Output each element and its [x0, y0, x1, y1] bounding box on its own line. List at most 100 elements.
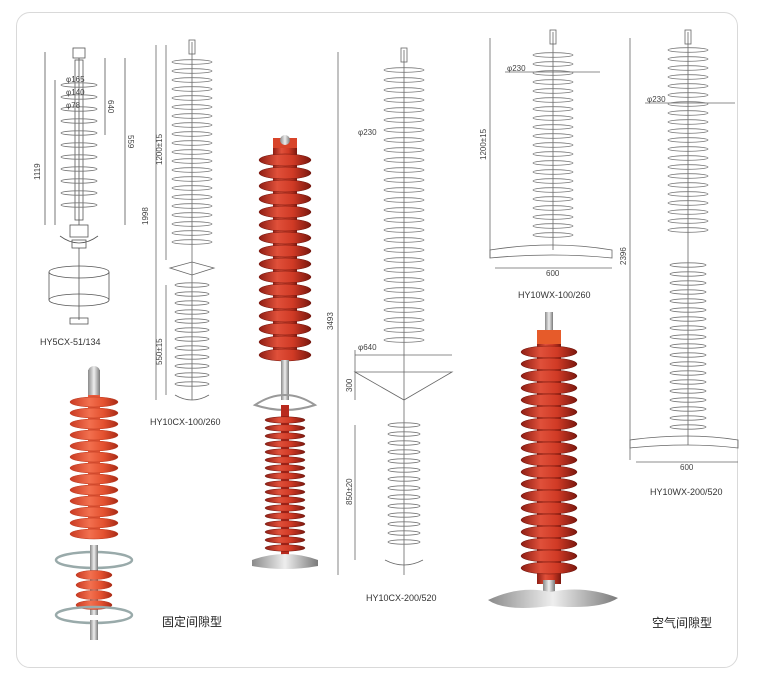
shed — [258, 270, 312, 284]
shed — [667, 173, 709, 179]
shed — [387, 521, 421, 527]
shed — [387, 422, 421, 428]
shed — [264, 496, 306, 504]
drawing-hy10wx-100 — [489, 29, 613, 269]
shed — [60, 202, 98, 208]
shed — [669, 406, 707, 412]
shed — [75, 590, 113, 600]
m5-d-label: φ230 — [647, 95, 666, 104]
shed — [669, 316, 707, 322]
shed — [667, 218, 709, 224]
m2-total-label: 1998 — [141, 207, 150, 225]
shed — [264, 488, 306, 496]
caption-fixed-gap: 固定间隙型 — [162, 615, 223, 629]
m2-upper-label: 1200±15 — [155, 133, 164, 165]
shed — [258, 179, 312, 193]
shed — [669, 334, 707, 340]
shed — [171, 194, 213, 200]
model-label-hy5cx: HY5CX-51/134 — [40, 337, 101, 347]
shed — [69, 418, 119, 430]
shed — [669, 388, 707, 394]
model-label-hy10cx-100: HY10CX-100/260 — [150, 417, 221, 427]
shed — [171, 176, 213, 182]
m1-d2-label: φ140 — [66, 88, 85, 97]
shed — [174, 291, 210, 297]
shed — [69, 473, 119, 485]
shed — [264, 456, 306, 464]
shed — [383, 117, 425, 123]
shed — [69, 407, 119, 419]
shed — [532, 97, 574, 103]
shed — [171, 104, 213, 110]
shed — [532, 142, 574, 148]
shed — [383, 337, 425, 343]
shed — [520, 417, 578, 431]
shed — [383, 307, 425, 313]
shed — [667, 47, 709, 53]
drawing-hy5cx — [44, 47, 126, 325]
m3-total-label: 3493 — [326, 312, 335, 330]
shed — [532, 115, 574, 121]
shed — [520, 441, 578, 455]
shed — [60, 106, 98, 112]
shed — [667, 209, 709, 215]
shed — [171, 95, 213, 101]
shed — [264, 520, 306, 528]
shed — [264, 448, 306, 456]
model-label-hy10wx-100: HY10WX-100/260 — [518, 290, 591, 300]
shed — [520, 381, 578, 395]
shed — [171, 149, 213, 155]
m3-d2-label: φ640 — [358, 343, 377, 352]
shed — [174, 318, 210, 324]
shed — [669, 271, 707, 277]
shed — [258, 153, 312, 167]
shed — [383, 197, 425, 203]
shed — [264, 544, 306, 552]
shed — [60, 82, 98, 88]
shed — [171, 203, 213, 209]
shed — [60, 190, 98, 196]
shed — [532, 205, 574, 211]
shed — [171, 59, 213, 65]
shed — [171, 239, 213, 245]
shed — [520, 405, 578, 419]
shed — [387, 512, 421, 518]
shed — [667, 92, 709, 98]
shed — [171, 68, 213, 74]
shed — [667, 137, 709, 143]
model-label-hy10wx-200: HY10WX-200/520 — [650, 487, 723, 497]
shed — [60, 178, 98, 184]
shed — [69, 396, 119, 408]
m1-h1-label: 640 — [106, 100, 115, 114]
m1-h2-label: 559 — [126, 135, 135, 149]
shed — [383, 147, 425, 153]
shed — [532, 133, 574, 139]
shed — [258, 335, 312, 349]
shed — [387, 449, 421, 455]
shed — [387, 467, 421, 473]
shed — [383, 127, 425, 133]
shed — [520, 393, 578, 407]
shed — [667, 56, 709, 62]
shed — [667, 83, 709, 89]
shed — [174, 372, 210, 378]
shed — [520, 513, 578, 527]
shed — [383, 297, 425, 303]
shed — [532, 106, 574, 112]
shed — [258, 296, 312, 310]
shed — [520, 357, 578, 371]
shed — [669, 325, 707, 331]
shed — [264, 416, 306, 424]
m3-lower-label: 850±20 — [345, 478, 354, 505]
shed — [171, 212, 213, 218]
m5-total-label: 2396 — [619, 247, 628, 265]
shed — [387, 440, 421, 446]
shed — [264, 432, 306, 440]
shed — [264, 472, 306, 480]
shed — [532, 178, 574, 184]
shed — [383, 227, 425, 233]
shed — [383, 207, 425, 213]
caption-air-gap: 空气间隙型 — [652, 616, 713, 630]
shed — [669, 415, 707, 421]
shed — [532, 79, 574, 85]
